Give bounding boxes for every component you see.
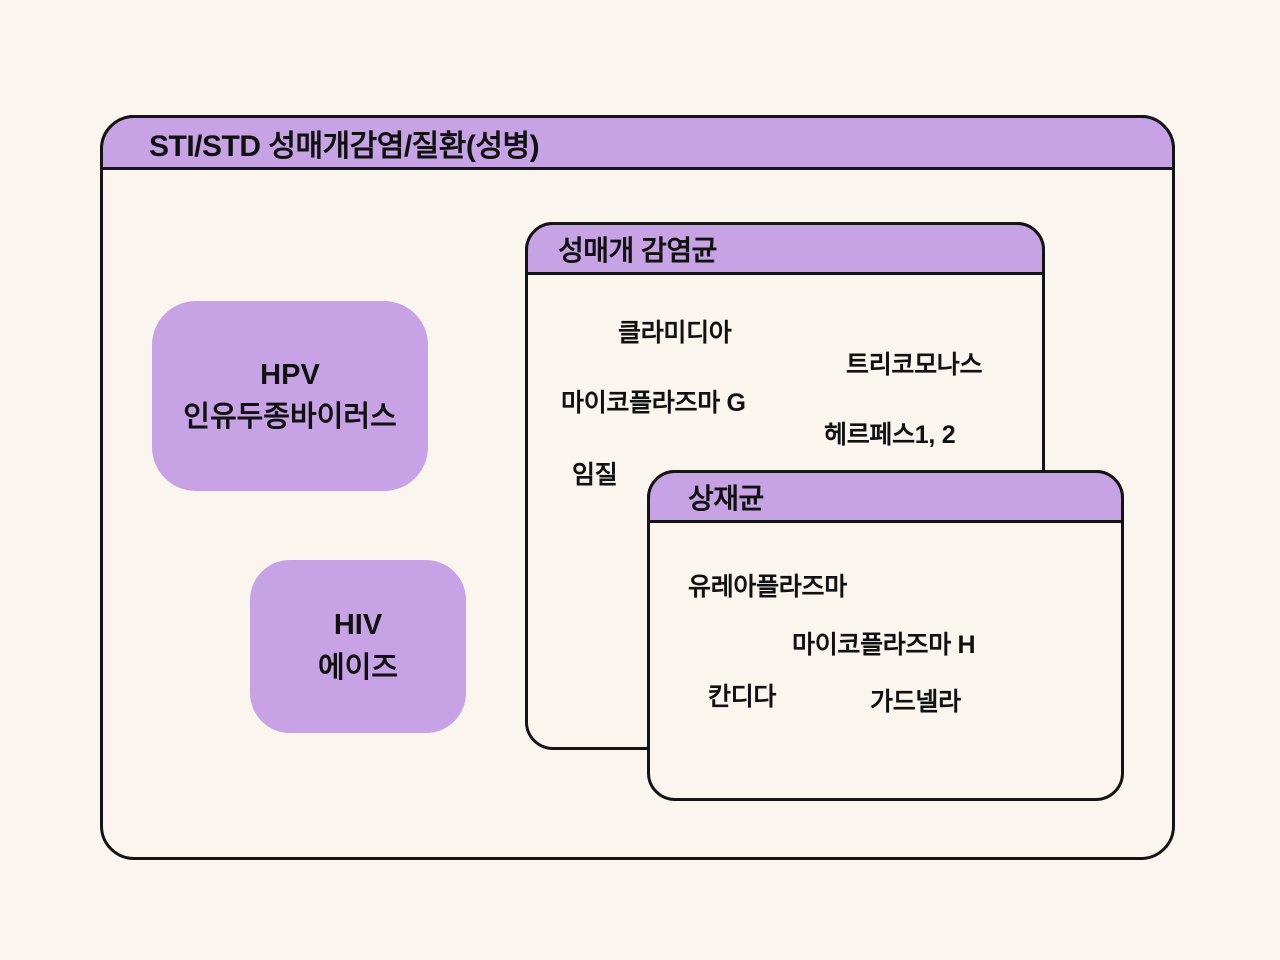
item-trichomonas: 트리코모나스 xyxy=(846,351,983,379)
item-gardnerella: 가드넬라 xyxy=(870,688,961,716)
diagram-title: STI/STD 성매개감염/질환(성병) xyxy=(149,129,540,163)
commensal-flora-header-bar: 상재균 xyxy=(647,470,1124,523)
hiv-label-line1: HIV xyxy=(333,609,383,642)
item-chlamydia: 클라미디아 xyxy=(618,319,732,347)
commensal-flora-title: 상재균 xyxy=(688,482,764,514)
sti-std-container: STI/STD 성매개감염/질환(성병) xyxy=(100,115,1175,860)
item-ureaplasma: 유레아플라즈마 xyxy=(688,573,847,601)
item-candida: 칸디다 xyxy=(708,683,777,711)
commensal-flora-group: 상재균 유레아플라즈마 마이코플라즈마 H 칸디다 가드넬라 xyxy=(647,470,1124,801)
item-mycoplasma-h: 마이코플라즈마 H xyxy=(792,631,976,659)
hpv-label-line1: HPV xyxy=(260,358,320,391)
item-herpes-1-2: 헤르페스1, 2 xyxy=(824,421,956,449)
hpv-box: HPV 인유두종바이러스 xyxy=(152,301,428,491)
hiv-label-line2: 에이즈 xyxy=(317,651,399,684)
sti-std-header-bar: STI/STD 성매개감염/질환(성병) xyxy=(100,115,1175,170)
sti-pathogens-header-bar: 성매개 감염균 xyxy=(525,222,1045,275)
item-mycoplasma-g: 마이코플라즈마 G xyxy=(561,389,746,417)
sti-pathogens-title: 성매개 감염균 xyxy=(558,234,717,266)
item-gonorrhea: 임질 xyxy=(572,461,618,489)
hiv-box: HIV 에이즈 xyxy=(250,560,466,733)
hpv-label-line2: 인유두종바이러스 xyxy=(183,401,397,433)
